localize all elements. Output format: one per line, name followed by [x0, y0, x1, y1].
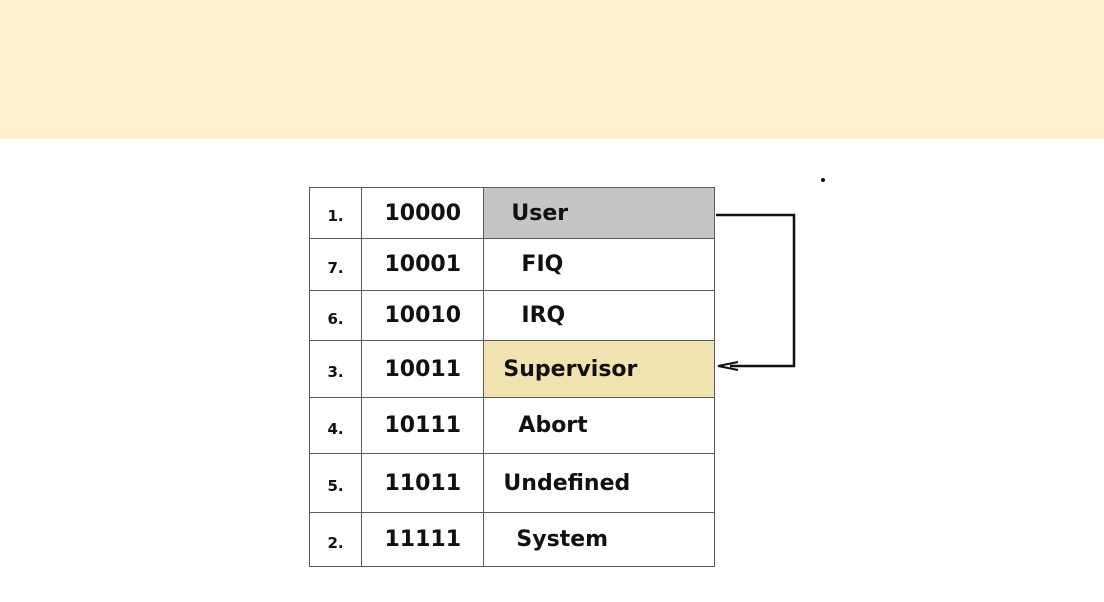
order-number: 1.	[308, 187, 363, 239]
mode-bits: 10111	[361, 397, 485, 454]
top-banner	[0, 0, 1104, 139]
mode-bits: 10000	[361, 187, 485, 239]
mode-bits: 11011	[361, 453, 485, 513]
mode-name-user: User	[483, 187, 715, 239]
mode-bits: 10011	[361, 340, 485, 398]
mode-bits: 11111	[361, 512, 485, 567]
order-number: 4.	[308, 397, 363, 454]
mode-name-abort: Abort	[483, 397, 715, 454]
table-row: 5. 11011 Undefined	[308, 453, 715, 513]
table-row: 4. 10111 Abort	[308, 397, 715, 454]
order-number: 3.	[308, 340, 363, 398]
order-number: 2.	[308, 512, 363, 567]
table-row: 7. 10001 FIQ	[308, 238, 715, 291]
table-row: 3. 10011 Supervisor	[308, 340, 715, 398]
mode-name-supervisor: Supervisor	[483, 340, 715, 398]
table-row: 1. 10000 User	[308, 187, 715, 239]
order-number: 5.	[308, 453, 363, 513]
table-row: 2. 11111 System	[308, 512, 715, 567]
stray-dot	[821, 178, 825, 182]
arrow-right-to-left-icon	[717, 361, 739, 371]
processor-mode-table: 1. 10000 User 7. 10001 FIQ 6. 10010 IRQ …	[308, 187, 715, 567]
connector-line	[716, 213, 796, 368]
mode-name-fiq: FIQ	[483, 238, 715, 291]
mode-name-undefined: Undefined	[483, 453, 715, 513]
mode-name-system: System	[483, 512, 715, 567]
mode-name-irq: IRQ	[483, 290, 715, 341]
mode-bits: 10001	[361, 238, 485, 291]
table-row: 6. 10010 IRQ	[308, 290, 715, 341]
order-number: 7.	[308, 238, 363, 291]
order-number: 6.	[308, 290, 363, 341]
mode-bits: 10010	[361, 290, 485, 341]
